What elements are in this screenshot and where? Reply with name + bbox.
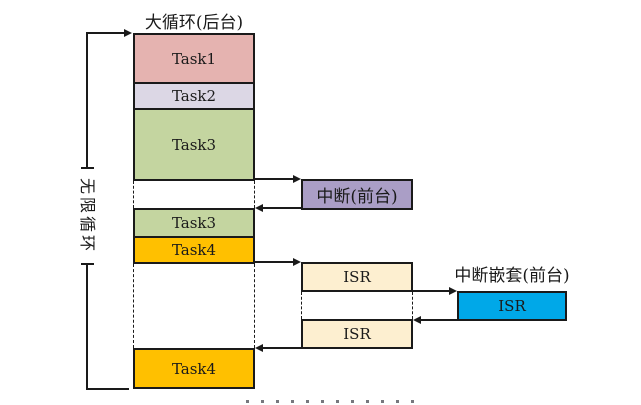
loop-label-bottom-tick: [81, 263, 94, 265]
task4-first-box: Task4: [133, 236, 255, 264]
task3-first-box: Task3: [133, 108, 255, 181]
isr-first-label: ISR: [343, 268, 371, 286]
line-to-interrupt: [255, 178, 294, 180]
task2-box: Task2: [133, 82, 255, 110]
isr-second-label: ISR: [343, 325, 371, 343]
nested-interrupt-title: 中断嵌套(前台): [454, 266, 570, 286]
task3-second-label: Task3: [171, 214, 217, 232]
stack-gap-isr: [133, 264, 255, 348]
loop-label-top-tick: [81, 167, 94, 169]
task3-first-label: Task3: [171, 135, 217, 154]
line-from-interrupt: [263, 207, 301, 209]
isr-nested-label: ISR: [498, 297, 526, 315]
isr-second-box: ISR: [301, 319, 413, 349]
task2-label: Task2: [171, 87, 217, 105]
line-to-isr1: [255, 261, 293, 263]
interrupt-label: 中断(前台): [316, 187, 398, 207]
big-loop-title: 大循环(后台): [144, 13, 244, 33]
interrupt-box: 中断(前台): [301, 179, 413, 210]
clipped-caption-fragment: [246, 400, 418, 403]
from-isr2-arrowhead-icon: [255, 344, 263, 352]
loop-top-line: [86, 32, 124, 34]
loop-arrowhead-icon: [124, 29, 132, 37]
task4-first-label: Task4: [171, 241, 217, 259]
from-interrupt-arrowhead-icon: [255, 204, 263, 212]
isr-first-box: ISR: [301, 262, 413, 292]
to-isr1-arrowhead-icon: [293, 258, 301, 266]
infinite-loop-label: 无限循环: [77, 169, 97, 263]
task4-second-box: Task4: [133, 348, 255, 389]
line-to-nested-isr: [413, 290, 450, 292]
isr-gap-dashed: [301, 292, 413, 319]
stack-gap-interrupt: [133, 181, 255, 208]
line-from-isr2: [263, 347, 301, 349]
isr-nested-box: ISR: [457, 291, 567, 321]
task4-second-label: Task4: [171, 359, 217, 378]
to-interrupt-arrowhead-icon: [293, 175, 301, 183]
task1-label: Task1: [171, 49, 217, 68]
task1-box: Task1: [133, 33, 255, 84]
line-from-nested-isr: [421, 319, 457, 321]
loop-bottom-line: [86, 388, 129, 390]
from-nested-isr-arrowhead-icon: [413, 316, 421, 324]
to-nested-isr-arrowhead-icon: [449, 287, 457, 295]
task3-second-box: Task3: [133, 208, 255, 238]
